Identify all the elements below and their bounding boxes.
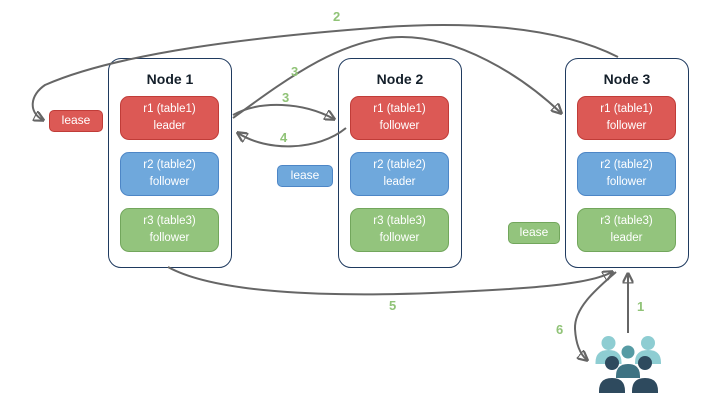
step-label-2: 2 <box>333 9 341 24</box>
user-dark-right <box>632 356 658 393</box>
replica-role: follower <box>606 120 647 133</box>
node-2-replica-r2: r2 (table2) leader <box>350 152 449 196</box>
step-label-5: 5 <box>389 298 397 313</box>
replica-name: r2 (table2) <box>143 159 196 171</box>
step-label-1: 1 <box>637 299 645 314</box>
node-2: Node 2 r1 (table1) follower r2 (table2) … <box>338 58 462 268</box>
lease-badge-green: lease <box>508 222 560 244</box>
replica-name: r2 (table2) <box>600 159 653 171</box>
replica-role: leader <box>610 232 643 245</box>
arrow-step-5 <box>167 266 612 296</box>
users-group-icon <box>595 336 661 393</box>
step-label-3a: 3 <box>291 64 299 79</box>
node-2-replica-r3: r3 (table3) follower <box>350 208 449 252</box>
replica-role: follower <box>379 120 420 133</box>
node-1-title: Node 1 <box>146 71 194 87</box>
replica-name: r1 (table1) <box>373 103 426 115</box>
replica-name: r3 (table3) <box>600 215 653 227</box>
replica-role: follower <box>149 176 190 189</box>
node-1-replica-r2: r2 (table2) follower <box>120 152 219 196</box>
replica-role: follower <box>149 232 190 245</box>
step-label-3b: 3 <box>282 90 290 105</box>
replica-role: follower <box>379 232 420 245</box>
replica-name: r3 (table3) <box>373 215 426 227</box>
arrow-step-4 <box>238 127 347 148</box>
node-3-title: Node 3 <box>603 71 651 87</box>
replica-role: leader <box>153 120 186 133</box>
replica-name: r1 (table1) <box>600 103 653 115</box>
replica-name: r3 (table3) <box>143 215 196 227</box>
arrow-step-3-to-node2 <box>232 103 334 119</box>
node-1-replica-r1: r1 (table1) leader <box>120 96 219 140</box>
node-1: Node 1 r1 (table1) leader r2 (table2) fo… <box>108 58 232 268</box>
node-2-title: Node 2 <box>376 71 424 87</box>
replica-name: r1 (table1) <box>143 103 196 115</box>
replica-role: follower <box>606 176 647 189</box>
replica-role: leader <box>383 176 416 189</box>
node-1-replica-r3: r3 (table3) follower <box>120 208 219 252</box>
node-3-replica-r1: r1 (table1) follower <box>577 96 676 140</box>
node-2-replica-r1: r1 (table1) follower <box>350 96 449 140</box>
step-label-4: 4 <box>280 130 288 145</box>
node-3: Node 3 r1 (table1) follower r2 (table2) … <box>565 58 689 268</box>
lease-badge-red: lease <box>49 110 103 132</box>
lease-badge-blue: lease <box>277 165 333 187</box>
replica-name: r2 (table2) <box>373 159 426 171</box>
step-label-6: 6 <box>556 322 564 337</box>
node-3-replica-r2: r2 (table2) follower <box>577 152 676 196</box>
node-3-replica-r3: r3 (table3) leader <box>577 208 676 252</box>
user-mid-center <box>616 345 640 378</box>
